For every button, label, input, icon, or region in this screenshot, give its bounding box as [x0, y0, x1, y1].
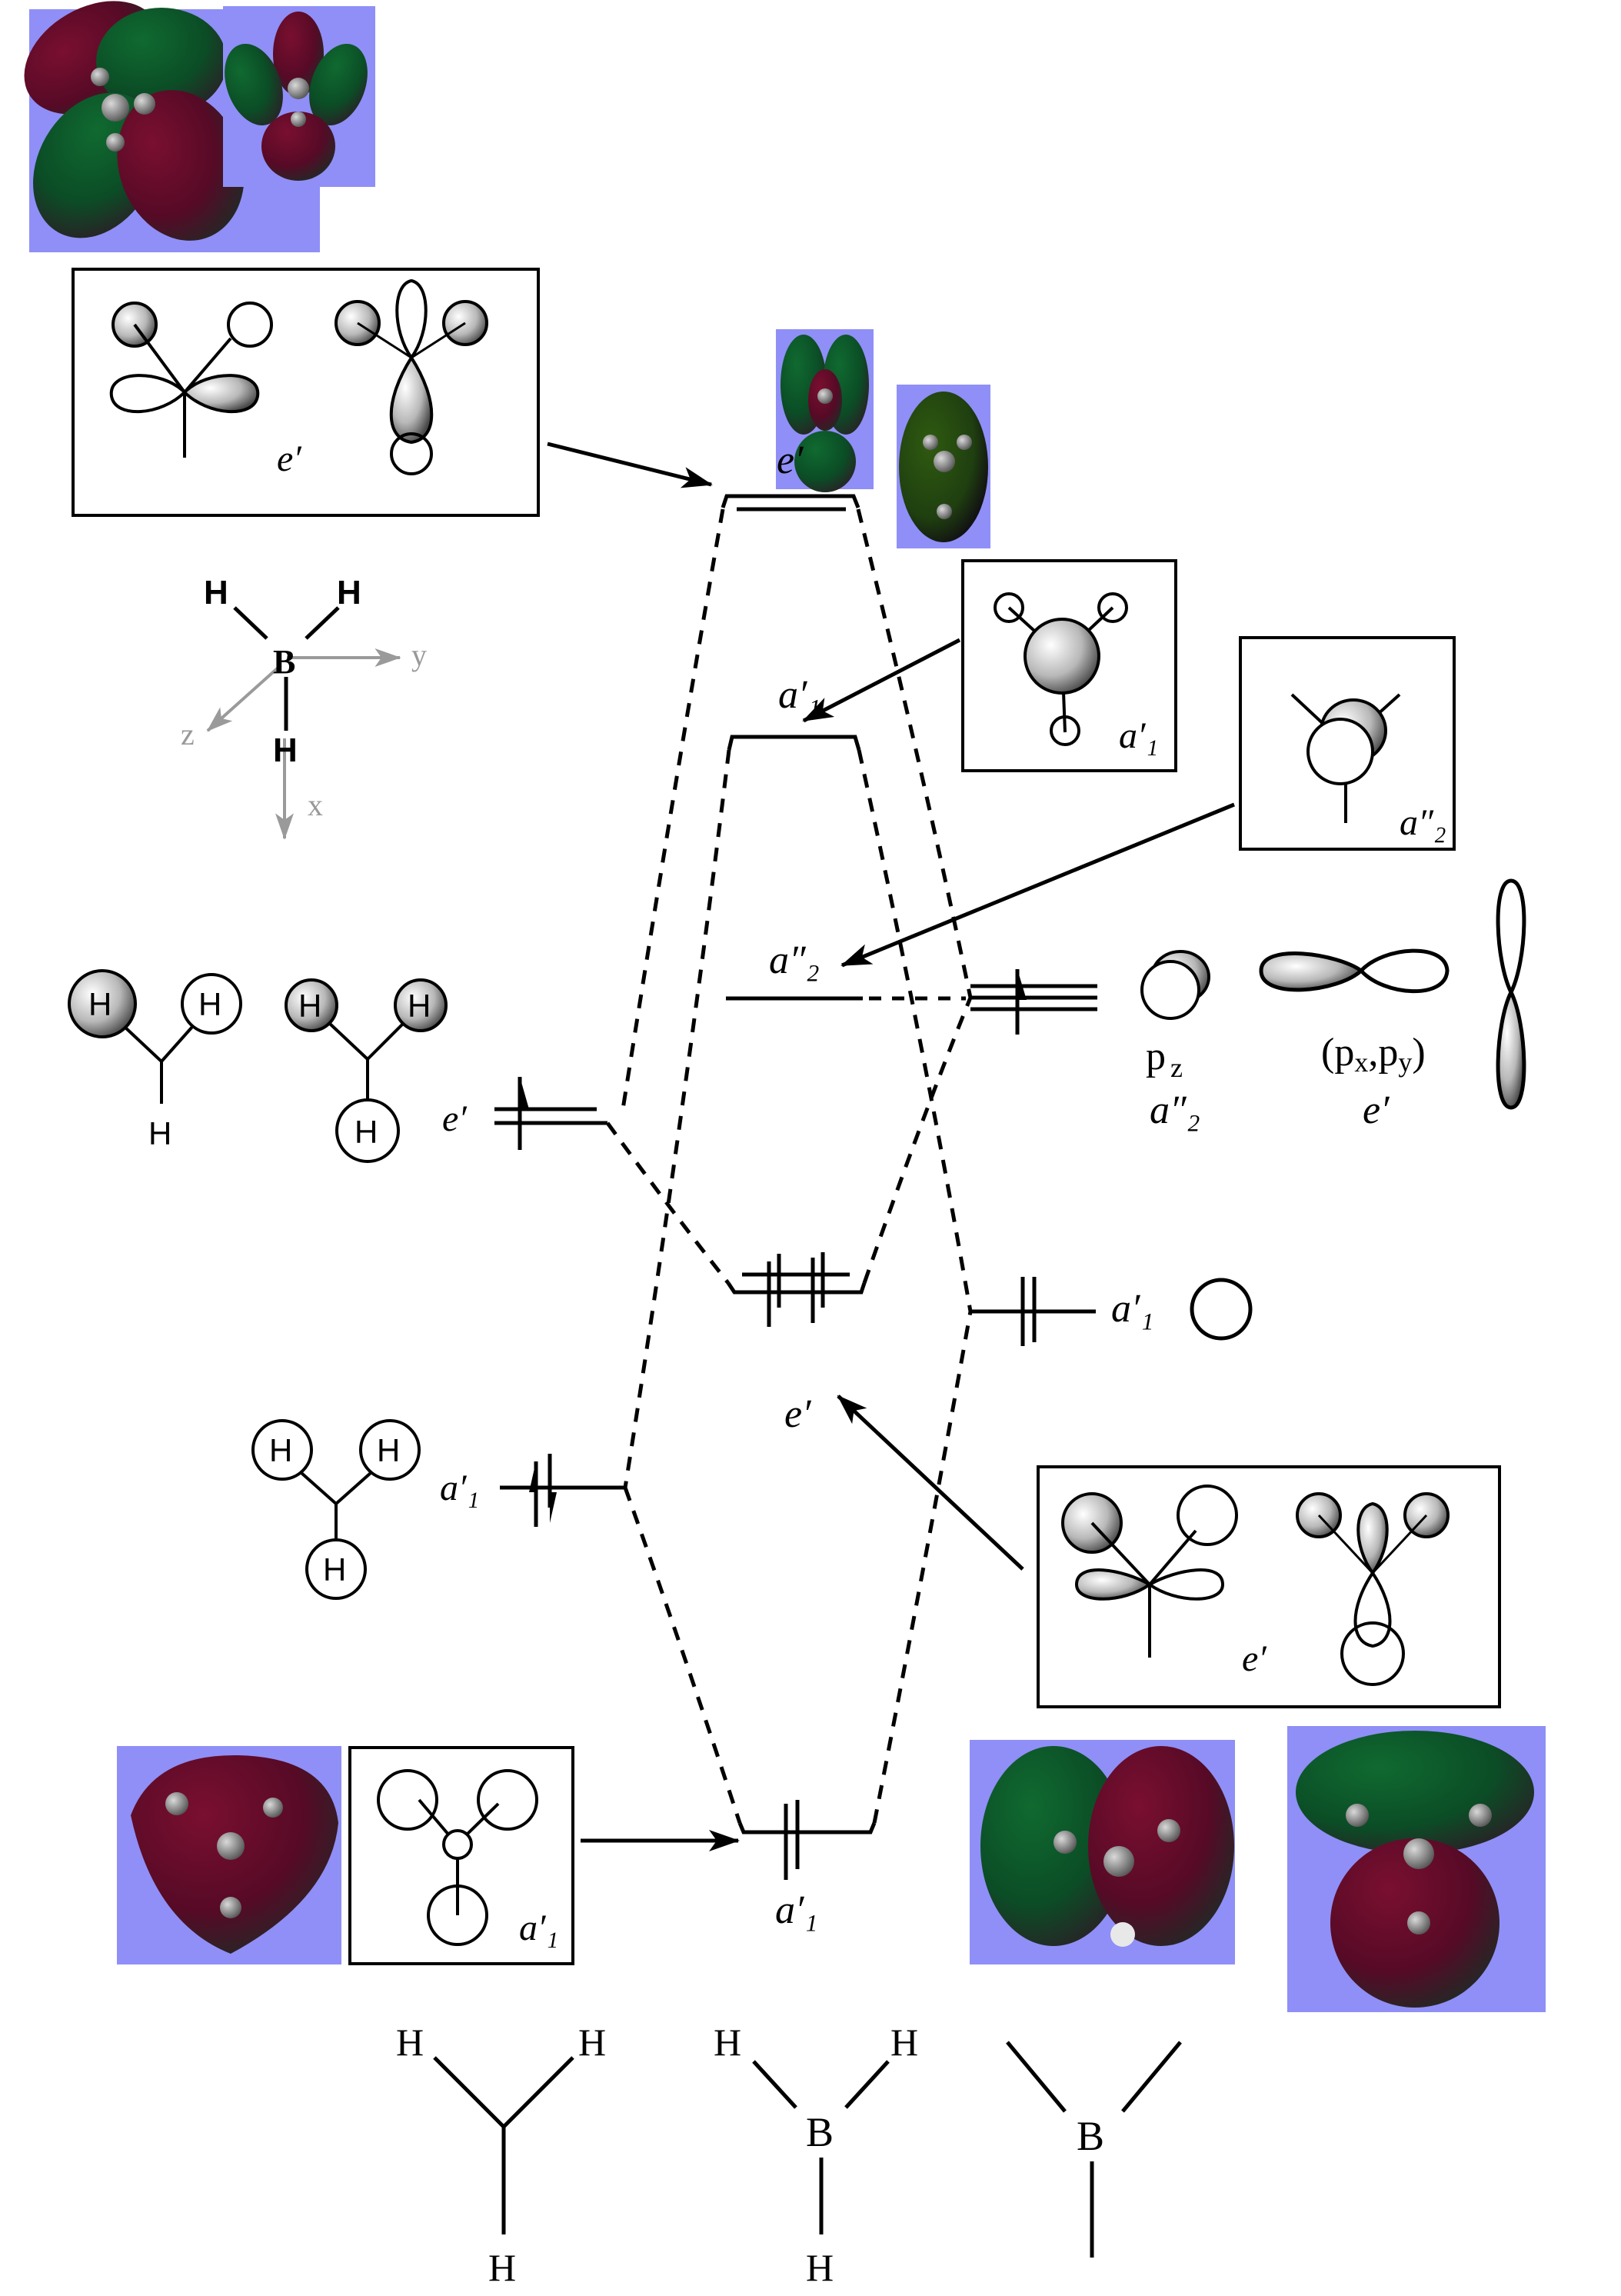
bh3-h-3: H	[806, 2246, 834, 2289]
box-e-bonding: e′	[1037, 1465, 1501, 1708]
axes-h-1: H	[204, 574, 228, 611]
box-e-bonding-label: e′	[1242, 1638, 1267, 1679]
correlation-lines	[605, 508, 973, 1824]
level-b-s-label: a′₁	[1111, 1287, 1153, 1331]
level-mo-e-bonding: e′	[726, 1252, 867, 1436]
render-e-antibonding-2	[223, 6, 375, 187]
level-h3-a1: a′₁	[440, 1454, 625, 1527]
structure-bh3: H H B H	[714, 2021, 918, 2289]
level-mo-a1-antibonding-label: a′₁	[778, 673, 820, 717]
level-b-p	[970, 969, 1097, 1035]
level-h3-a1-label: a′₁	[440, 1468, 479, 1508]
level-mo-a2-label: a″₂	[769, 938, 820, 982]
h3-h-2: H	[578, 2021, 606, 2064]
level-mo-a2-nonbonding: a″₂	[726, 938, 966, 1001]
render-a1-bonding	[117, 1746, 341, 1964]
level-b-s: a′₁	[970, 1277, 1253, 1346]
box-e-antibonding: e′	[72, 268, 540, 517]
orbital-pz: p z a″₂	[1140, 950, 1210, 1132]
h3-a1-orbital: H H H	[251, 1419, 421, 1600]
bh3-h-1: H	[714, 2021, 741, 2064]
orbital-px-py: (px,py) e′	[1259, 878, 1526, 1132]
render-e-bonding-2	[1287, 1726, 1546, 2012]
pz-symmetry-label: a″₂	[1150, 1088, 1200, 1132]
h-atom: H	[148, 1115, 171, 1151]
pointer-arrows	[547, 442, 1235, 1851]
h3-e-orbital-1: H H H	[68, 969, 242, 1151]
structure-h3: H H H	[396, 2021, 606, 2289]
level-mo-a1-bonding-label: a′₁	[775, 1888, 817, 1932]
structure-b-frame: B	[1006, 2041, 1182, 2258]
level-mo-e-bonding-label: e′	[784, 1392, 812, 1436]
h-atom: H	[88, 986, 112, 1022]
b-frame-b: B	[1077, 2113, 1104, 2159]
h-atom: H	[198, 986, 221, 1022]
render-e-bonding-1	[970, 1740, 1235, 1964]
h-atom: H	[354, 1114, 378, 1150]
h-atom: H	[269, 1432, 292, 1468]
axis-x-label: x	[308, 788, 323, 822]
axes-h-2: H	[337, 574, 361, 611]
level-mo-e-antibonding-label: e′	[777, 438, 804, 482]
level-mo-a1-bonding: a′₁	[737, 1800, 877, 1932]
box-e-antibonding-label: e′	[277, 438, 302, 479]
h-atom: H	[323, 1551, 346, 1588]
h-atom: H	[298, 988, 321, 1024]
h-atom: H	[377, 1432, 400, 1468]
axes-b: B	[273, 643, 295, 681]
render-a1-antibonding	[776, 329, 874, 492]
orbital-s	[1190, 1278, 1253, 1341]
axes-h-3: H	[273, 731, 298, 769]
pxy-label: (px,py)	[1321, 1031, 1426, 1078]
box-a1-antibonding-label: a′₁	[1119, 715, 1158, 756]
pxy-symmetry-label: e′	[1363, 1088, 1390, 1132]
h-atom: H	[408, 988, 431, 1024]
pz-subscript: z	[1170, 1052, 1183, 1083]
level-mo-e-antibonding: e′	[721, 438, 860, 512]
render-a2-nonbonding	[897, 385, 990, 548]
box-a2-nonbonding: a″₂	[1239, 636, 1456, 851]
bh3-h-2: H	[890, 2021, 918, 2064]
coordinate-axes: H H B H y z x	[181, 574, 427, 840]
h3-e-orbital-2: H H H	[285, 978, 448, 1163]
axis-z-label: z	[181, 717, 195, 751]
box-a1-bonding-label: a′₁	[519, 1908, 558, 1948]
level-h3-e: e′	[442, 1077, 607, 1150]
axis-y-label: y	[411, 638, 427, 672]
box-a2-label: a″₂	[1400, 802, 1446, 843]
bh3-b: B	[806, 2109, 834, 2155]
level-mo-a1-antibonding: a′₁	[727, 673, 861, 751]
box-a1-antibonding: a′₁	[961, 559, 1177, 772]
pz-label: p	[1146, 1035, 1166, 1078]
level-h3-e-label: e′	[442, 1098, 468, 1139]
h3-h-1: H	[396, 2021, 424, 2064]
h3-h-3: H	[488, 2246, 516, 2289]
box-a1-bonding: a′₁	[348, 1746, 574, 1965]
